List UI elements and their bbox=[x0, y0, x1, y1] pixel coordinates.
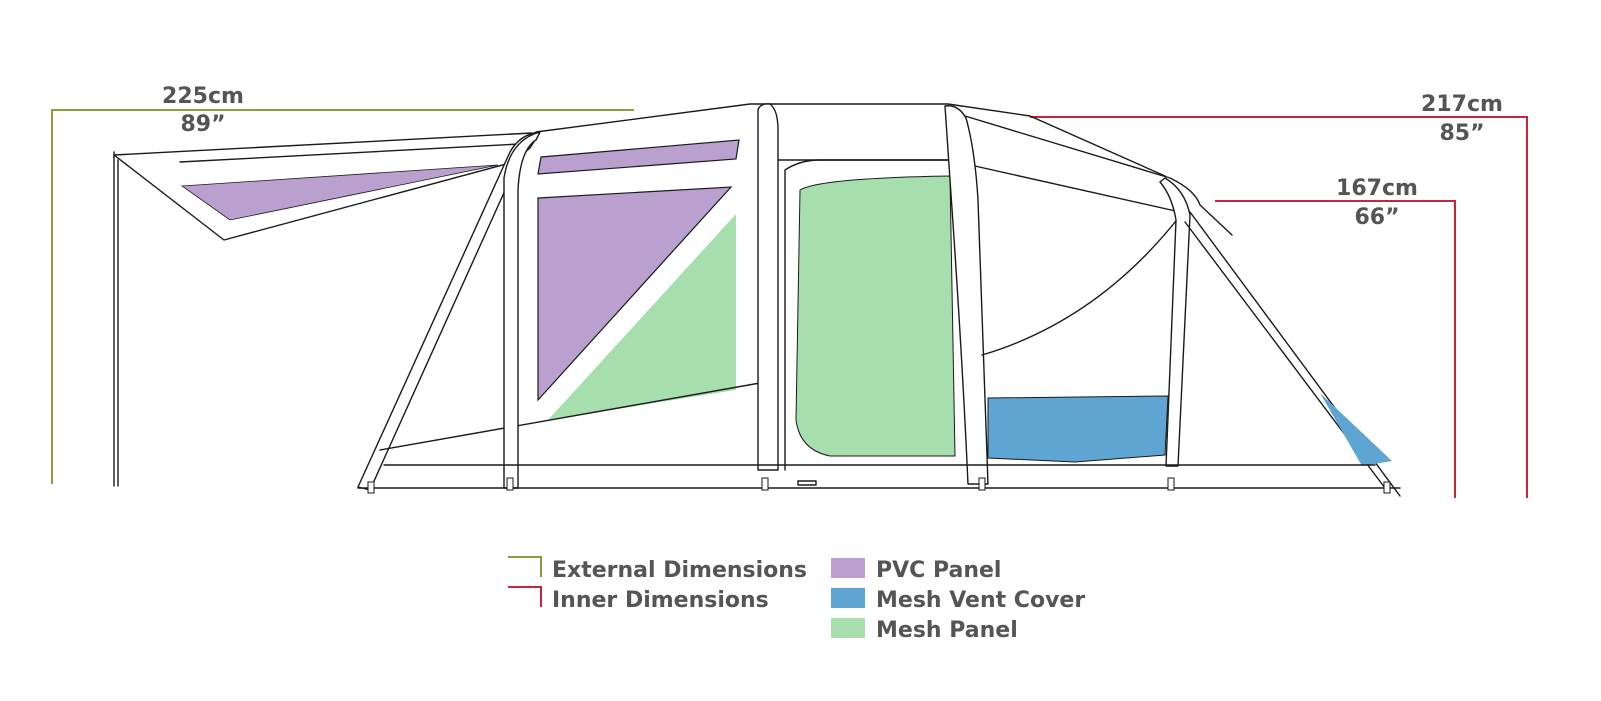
external-height-line bbox=[1030, 116, 1528, 498]
external-width-dimension: 225cm 89” bbox=[51, 84, 634, 484]
front-panel bbox=[379, 139, 761, 451]
external-width-in-label: 89” bbox=[180, 112, 225, 137]
legend-mesh-vent-swatch bbox=[831, 588, 865, 608]
external-width-line bbox=[51, 109, 634, 484]
external-height-in-label: 85” bbox=[1439, 121, 1484, 146]
ground-pegs bbox=[367, 477, 1391, 494]
rear-mesh-vent-cover bbox=[1320, 393, 1392, 466]
legend-pvc-swatch bbox=[831, 558, 865, 578]
legend-external: External Dimensions bbox=[508, 556, 807, 583]
external-height-dimension: 217cm 85” bbox=[1030, 92, 1528, 498]
air-beam-1 bbox=[503, 131, 541, 489]
mesh-door bbox=[795, 175, 956, 457]
legend-external-label: External Dimensions bbox=[552, 558, 807, 583]
rear-mesh-vent bbox=[987, 395, 1169, 463]
external-width-cm-label: 225cm bbox=[162, 84, 244, 109]
legend-mesh: Mesh Panel bbox=[831, 618, 1018, 643]
external-height-cm-label: 217cm bbox=[1421, 92, 1503, 117]
legend-mesh-vent-label: Mesh Vent Cover bbox=[876, 588, 1085, 613]
inner-height-cm-label: 167cm bbox=[1336, 176, 1418, 201]
legend-pvc-label: PVC Panel bbox=[876, 558, 1001, 583]
air-beam-4 bbox=[1159, 177, 1191, 467]
tent-drawing bbox=[113, 103, 1401, 497]
legend-mesh-label: Mesh Panel bbox=[876, 618, 1018, 643]
front-pvc-triangle bbox=[537, 186, 733, 402]
front-pvc-top-window bbox=[537, 139, 740, 175]
inner-height-line bbox=[1215, 200, 1456, 498]
legend-inner-label: Inner Dimensions bbox=[552, 588, 769, 613]
air-beam-3 bbox=[944, 105, 989, 485]
legend-pvc: PVC Panel bbox=[831, 558, 1001, 583]
legend: External Dimensions Inner Dimensions PVC… bbox=[508, 556, 1085, 643]
legend-external-swatch bbox=[508, 556, 542, 577]
canopy bbox=[113, 132, 533, 487]
canopy-pvc-window bbox=[180, 164, 499, 221]
legend-mesh-swatch bbox=[831, 618, 865, 638]
air-beam-2 bbox=[757, 103, 779, 471]
legend-inner-swatch bbox=[508, 586, 542, 607]
inner-height-dimension: 167cm 66” bbox=[1215, 176, 1456, 498]
legend-inner: Inner Dimensions bbox=[508, 586, 769, 613]
legend-mesh-vent: Mesh Vent Cover bbox=[831, 588, 1085, 613]
front-mesh-triangle bbox=[548, 214, 736, 420]
inner-height-in-label: 66” bbox=[1354, 205, 1399, 230]
